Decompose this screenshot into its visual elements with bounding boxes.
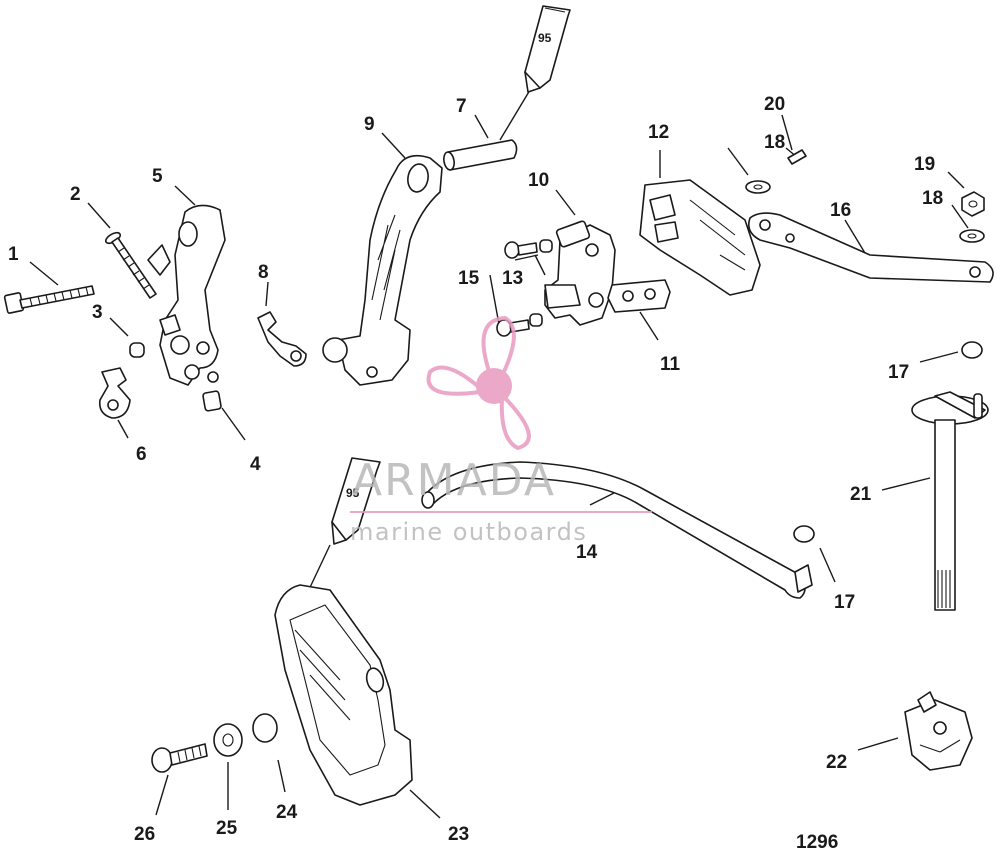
callout-25: 25 <box>216 818 238 839</box>
part-throttle-lever-arm <box>147 204 226 386</box>
tube-left-label: 95 <box>346 486 360 500</box>
callout-18b: 18 <box>922 188 943 209</box>
watermark-tagline: marine outboards <box>350 518 587 546</box>
part-small-link <box>98 367 131 419</box>
part-throttle-bracket <box>639 179 761 296</box>
part-small-bushing <box>129 342 145 358</box>
callout-4: 4 <box>250 454 261 475</box>
callout-13: 13 <box>502 268 523 289</box>
part-nut-caps <box>793 341 983 543</box>
watermark-brand: ARMADA <box>352 455 556 506</box>
callout-numbers: 1 2 3 4 5 6 7 8 9 10 11 12 13 14 15 16 1… <box>8 94 943 845</box>
leader-lines <box>29 89 969 819</box>
part-hardware <box>745 149 985 243</box>
callout-10: 10 <box>528 170 549 191</box>
part-throttle-cam <box>544 220 616 326</box>
part-bushings <box>529 239 553 327</box>
callout-18a: 18 <box>764 132 785 153</box>
callout-24: 24 <box>276 802 298 823</box>
watermark-propeller-icon <box>426 315 531 451</box>
callout-6: 6 <box>136 444 147 465</box>
callout-21: 21 <box>850 484 872 505</box>
callout-3: 3 <box>92 302 103 323</box>
callout-17a: 17 <box>888 362 909 383</box>
watermark: ARMADA marine outboards <box>350 315 652 546</box>
part-long-bolt <box>3 285 95 314</box>
callout-7: 7 <box>456 96 467 117</box>
part-pin <box>443 139 518 171</box>
callout-2: 2 <box>70 184 81 205</box>
part-actuator <box>904 691 973 771</box>
part-rod <box>421 461 813 599</box>
lubricant-tube-left: 95 <box>331 457 381 545</box>
part-long-screw <box>104 231 157 299</box>
part-fasteners-bottom <box>151 713 278 773</box>
callout-23: 23 <box>448 824 469 845</box>
part-link-arm <box>747 212 994 283</box>
tube-top-label: 95 <box>538 31 552 45</box>
diagram-number: 1296 <box>796 832 838 853</box>
part-sleeve <box>202 390 222 412</box>
part-clip <box>257 311 307 367</box>
callout-15: 15 <box>458 268 480 289</box>
callout-17b: 17 <box>834 592 855 613</box>
callout-5: 5 <box>152 166 163 187</box>
callout-14: 14 <box>576 542 598 563</box>
part-cover <box>274 584 413 806</box>
part-link-block <box>607 279 671 313</box>
callout-19: 19 <box>914 154 935 175</box>
callout-20: 20 <box>764 94 785 115</box>
callout-8: 8 <box>258 262 269 283</box>
callout-16: 16 <box>830 200 851 221</box>
callout-26: 26 <box>134 824 155 845</box>
callout-11: 11 <box>660 354 681 375</box>
callout-22: 22 <box>826 752 847 773</box>
part-shaft <box>911 391 989 611</box>
callout-12: 12 <box>648 122 669 143</box>
lubricant-tube-top: 95 <box>524 5 571 93</box>
part-curved-bracket <box>322 154 443 386</box>
callout-9: 9 <box>364 114 375 135</box>
callout-1: 1 <box>8 244 19 265</box>
